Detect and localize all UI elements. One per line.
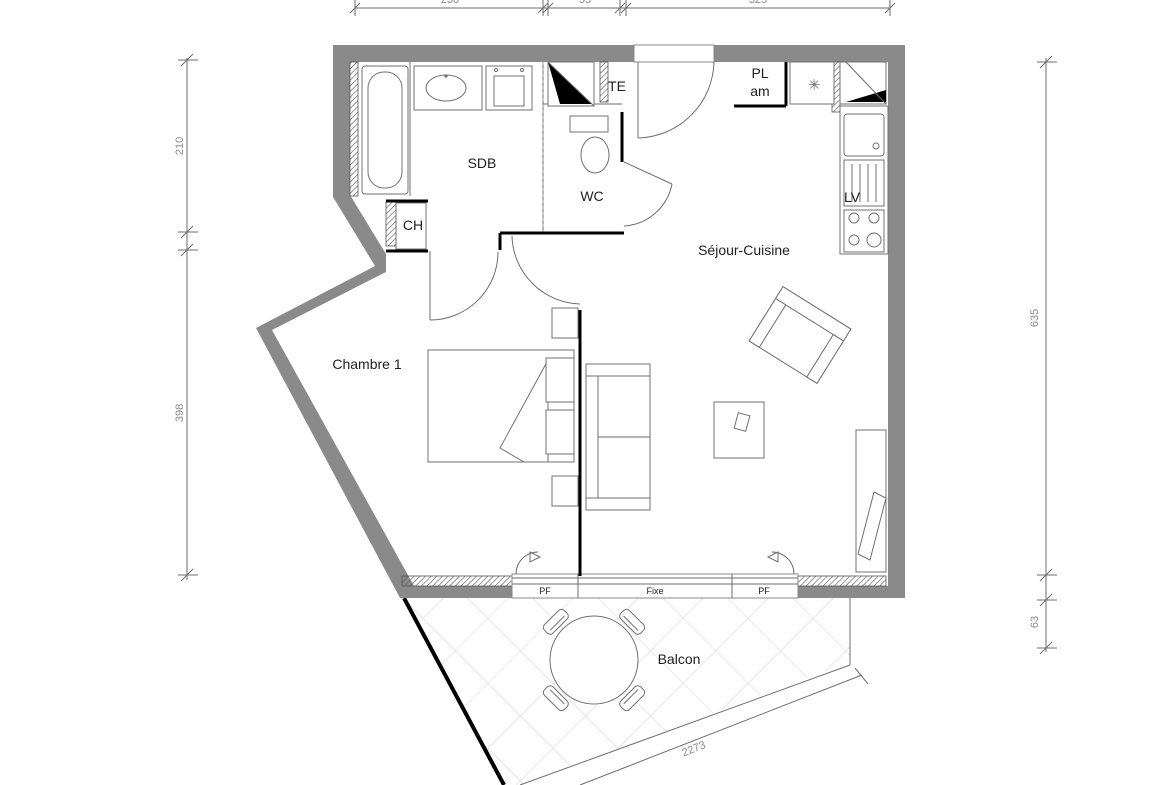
right-dimension-line <box>1037 55 1057 655</box>
balcony-dimension-line <box>579 667 869 785</box>
washbasin <box>413 65 483 111</box>
dimension-top-c: 325 <box>749 0 767 6</box>
room-label-am: am <box>750 83 769 99</box>
coffee-table <box>713 401 765 459</box>
snowflake-icon: ✳ <box>808 76 821 94</box>
room-label-sdb: SDB <box>468 155 497 171</box>
opening-label-fixe: Fixe <box>646 586 663 596</box>
dimension-left-top: 210 <box>174 137 186 155</box>
sdb-door <box>429 251 499 321</box>
dimension-top-b: 55 <box>579 0 591 6</box>
toilet <box>569 115 610 174</box>
room-label-sejour-cuisine: Séjour-Cuisine <box>698 242 790 258</box>
bed <box>427 349 575 463</box>
dimension-left-bottom: 398 <box>174 404 186 422</box>
room-label-te: TE <box>608 78 626 94</box>
bathtub <box>361 65 409 195</box>
entrance-door <box>633 44 715 139</box>
balcony-table-set <box>542 608 646 712</box>
room-label-lv: LV <box>844 189 861 205</box>
dimension-right-balcony: 63 <box>1029 616 1041 628</box>
fridge-cabinet <box>789 61 835 105</box>
wc-door <box>623 161 673 227</box>
left-dimension-line <box>178 53 198 582</box>
room-label-chambre-1: Chambre 1 <box>332 356 401 372</box>
armchair <box>748 285 852 385</box>
dimension-right-main: 635 <box>1029 309 1041 327</box>
interior-partitions <box>386 62 788 576</box>
opening-label-pf-left: PF <box>539 586 551 596</box>
room-label-ch: CH <box>403 217 423 233</box>
room-label-pl: PL <box>751 65 768 81</box>
washing-machine <box>485 65 533 111</box>
sofa <box>585 363 651 511</box>
technical-shafts <box>547 61 887 107</box>
room-label-wc: WC <box>580 188 603 204</box>
chambre-door <box>511 235 581 305</box>
kitchen-counter <box>839 105 889 255</box>
tv-unit <box>855 429 887 573</box>
ch-cupboard <box>395 202 427 250</box>
opening-label-pf-right: PF <box>758 586 770 596</box>
top-dimension-line <box>349 0 896 16</box>
dimension-balcony-diagonal: 2273 <box>680 739 707 759</box>
nightstands <box>551 307 579 507</box>
dimension-top-a: 230 <box>441 0 459 6</box>
bottom-bay-window <box>511 551 799 599</box>
room-label-balcon: Balcon <box>658 651 701 667</box>
